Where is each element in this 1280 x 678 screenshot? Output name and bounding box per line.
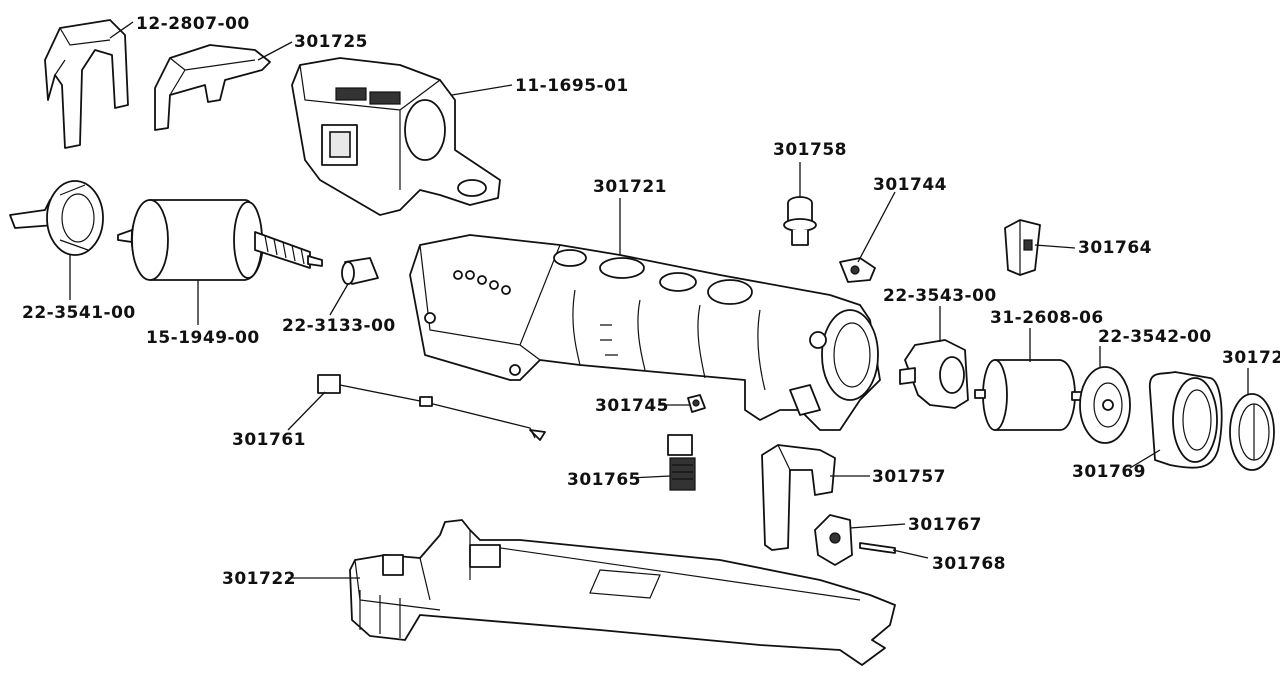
leader-301765: [629, 475, 671, 479]
label-12-2807-00: 12-2807-00: [136, 14, 250, 34]
label-31-2608-06: 31-2608-06: [990, 308, 1104, 328]
part-22-3133-00-coupling: [341, 257, 379, 285]
part-11-1695-01-cab: [291, 57, 501, 216]
label-301722: 301722: [222, 569, 296, 589]
part-301721-boiler: [409, 234, 881, 431]
part-301767-mechanism: [814, 514, 853, 566]
label-22-3541-00: 22-3541-00: [22, 303, 136, 323]
label-301761: 301761: [232, 430, 306, 450]
label-15-1949-00: 15-1949-00: [146, 328, 260, 348]
part-301758-valve: [783, 196, 817, 246]
part-301769-housing: [1148, 371, 1223, 469]
part-301757-bracket: [761, 444, 836, 551]
leader-lines: [69, 21, 1249, 579]
leader-301768: [892, 549, 929, 559]
part-301725-cab-roof: [154, 44, 271, 131]
leader-301761: [287, 391, 326, 431]
leader-301767: [849, 523, 906, 529]
leader-301764: [1034, 244, 1076, 249]
label-301767: 301767: [908, 515, 982, 535]
part-301764-component: [1004, 219, 1041, 276]
leader-301744: [857, 191, 896, 263]
leader-22-3133-00: [329, 283, 349, 316]
part-301745-clip: [687, 394, 706, 413]
part-22-3541-00-motor-mount: [9, 180, 104, 256]
leader-301725: [257, 41, 293, 61]
leader-301769: [1129, 449, 1161, 469]
label-301764: 301764: [1078, 238, 1152, 258]
label-301721: 301721: [593, 177, 667, 197]
label-301765: 301765: [567, 470, 641, 490]
label-301768: 301768: [932, 554, 1006, 574]
part-301744-small-valve: [839, 257, 876, 283]
part-301768-pin: [859, 542, 896, 554]
label-22-3543-00: 22-3543-00: [883, 286, 997, 306]
label-301757: 301757: [872, 467, 946, 487]
label-11-1695-01: 11-1695-01: [515, 76, 629, 96]
part-12-2807-00-bracket: [44, 19, 129, 149]
label-301723: 301723: [1222, 348, 1280, 368]
part-22-3543-00-mount: [899, 339, 969, 409]
label-301744: 301744: [873, 175, 947, 195]
part-301722-chassis: [349, 519, 896, 666]
part-301723-cover: [1229, 393, 1275, 471]
callout-labels: 12-2807-00 301725 11-1695-01 301758 3017…: [22, 14, 1280, 589]
label-301725: 301725: [294, 32, 368, 52]
leader-11-1695-01: [451, 84, 513, 96]
label-22-3133-00: 22-3133-00: [282, 316, 396, 336]
part-301765-contact: [667, 434, 696, 491]
label-301758: 301758: [773, 140, 847, 160]
label-301745: 301745: [595, 396, 669, 416]
part-15-1949-00-motor: [117, 199, 323, 281]
label-301769: 301769: [1072, 462, 1146, 482]
label-22-3542-00: 22-3542-00: [1098, 327, 1212, 347]
leader-12-2807-00: [109, 21, 134, 39]
part-31-2608-06-motor: [974, 359, 1083, 431]
part-22-3542-00-plate: [1079, 366, 1131, 444]
part-301761-wire: [317, 374, 546, 441]
